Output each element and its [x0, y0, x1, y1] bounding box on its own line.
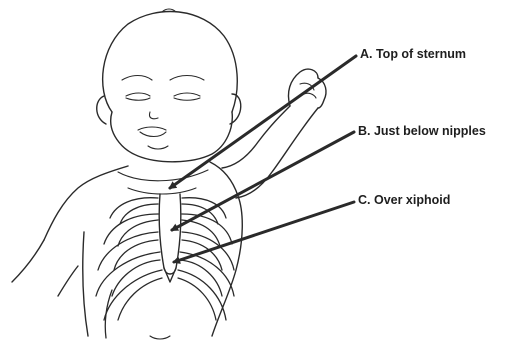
- ribs-left: [96, 198, 162, 338]
- nose: [149, 112, 158, 119]
- right-eye: [174, 93, 200, 96]
- left-eyebrow: [122, 76, 152, 81]
- pointer-a: [170, 56, 356, 188]
- chin: [148, 146, 168, 149]
- callout-over-xiphoid: C. Over xiphoid: [358, 193, 450, 207]
- infant-face: [122, 76, 204, 150]
- mouth: [138, 127, 166, 130]
- infant-head: [97, 9, 241, 162]
- xiphoid: [164, 268, 176, 282]
- callout-just-below-nipples: B. Just below nipples: [358, 124, 486, 138]
- pointer-c: [174, 202, 354, 262]
- navel: [150, 336, 170, 339]
- pointer-b: [172, 132, 354, 230]
- callout-top-of-sternum: A. Top of sternum: [360, 47, 466, 61]
- right-eyebrow: [170, 76, 204, 81]
- left-eye: [126, 93, 150, 96]
